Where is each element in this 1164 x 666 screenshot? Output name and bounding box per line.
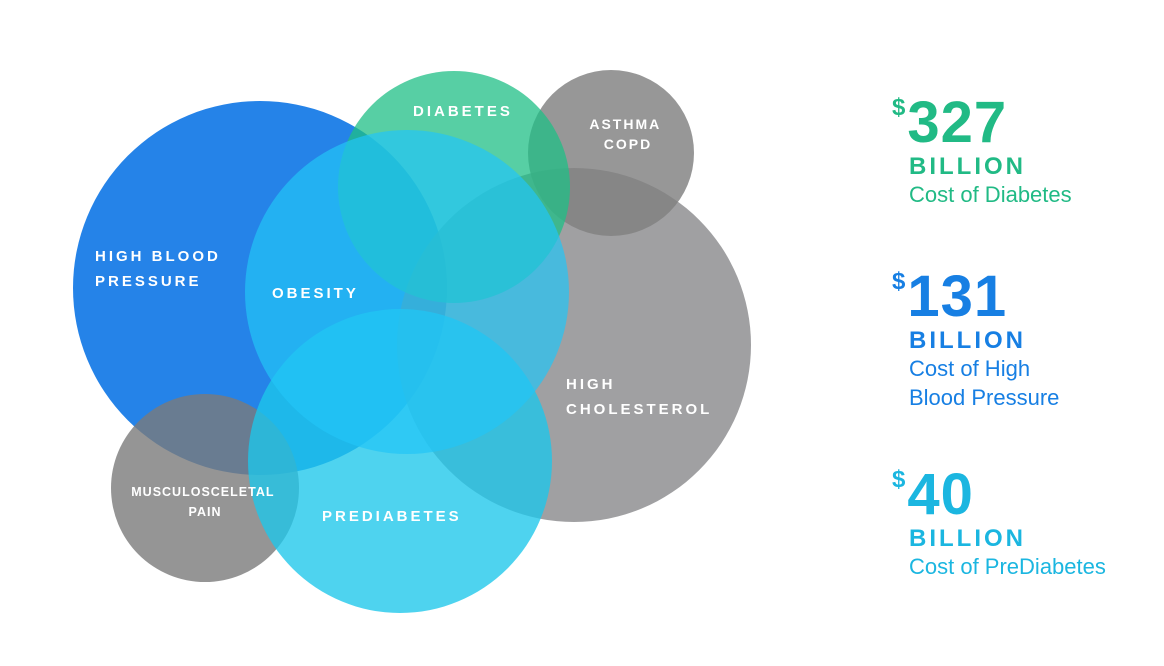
label-asthma-copd: ASTHMA COPD — [589, 116, 666, 152]
label-diabetes: DIABETES — [413, 103, 513, 120]
label-prediabetes: PREDIABETES — [322, 508, 462, 525]
dollar-sign: $ — [892, 94, 906, 121]
label-high-blood-pressure: HIGH BLOOD PRESSURE — [95, 248, 228, 290]
stat-number: 40 — [907, 462, 974, 527]
stat-amount: $ 327 — [892, 94, 1072, 152]
label-high-cholesterol: HIGH CHOLESTEROL — [566, 376, 712, 418]
stat-cost-of-prediabetes: $ 40 BILLION Cost of PreDiabetes — [892, 466, 1106, 581]
stat-description: Cost of Diabetes — [909, 182, 1072, 208]
stat-number: 327 — [907, 90, 1008, 155]
dollar-sign: $ — [892, 268, 906, 295]
stat-unit: BILLION — [909, 327, 1026, 354]
stat-amount: $ 131 — [892, 268, 1059, 326]
health-conditions-venn-diagram: HIGH BLOOD PRESSURE MUSCULOSCELETAL PAIN… — [73, 70, 751, 613]
label-obesity: OBESITY — [272, 285, 359, 302]
stat-unit: BILLION — [909, 153, 1026, 180]
stat-amount: $ 40 — [892, 466, 1106, 524]
stat-description: Cost of High Blood Pressure — [909, 356, 1060, 411]
label-musculoskeletal-pain: MUSCULOSCELETAL PAIN — [131, 485, 279, 519]
stat-unit: BILLION — [909, 525, 1026, 552]
dollar-sign: $ — [892, 466, 906, 493]
stat-number: 131 — [907, 264, 1008, 329]
stat-description: Cost of PreDiabetes — [909, 554, 1106, 580]
circle-obesity — [245, 130, 569, 454]
stat-cost-of-diabetes: $ 327 BILLION Cost of Diabetes — [892, 94, 1072, 209]
stat-cost-of-high-blood-pressure: $ 131 BILLION Cost of High Blood Pressur… — [892, 268, 1059, 412]
